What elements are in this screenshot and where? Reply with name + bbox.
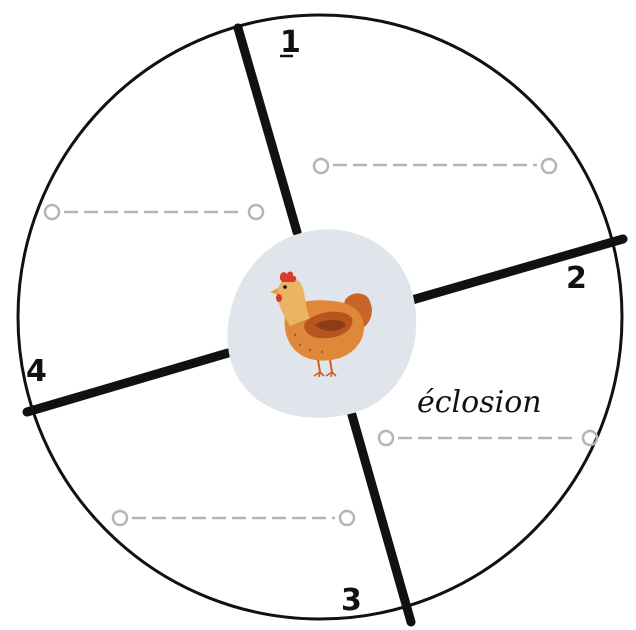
writing-line-2 — [45, 205, 263, 219]
writing-line-1 — [314, 159, 556, 173]
segment-number-4: 4 — [26, 354, 47, 389]
segment-number-2: 2 — [566, 261, 587, 296]
writing-line-3 — [379, 431, 597, 445]
divider-line-2 — [412, 239, 623, 300]
segment-number-3: 3 — [341, 583, 362, 618]
stage-label: éclosion — [417, 385, 542, 420]
divider-line-4 — [27, 353, 228, 412]
writing-line-4 — [113, 511, 354, 525]
